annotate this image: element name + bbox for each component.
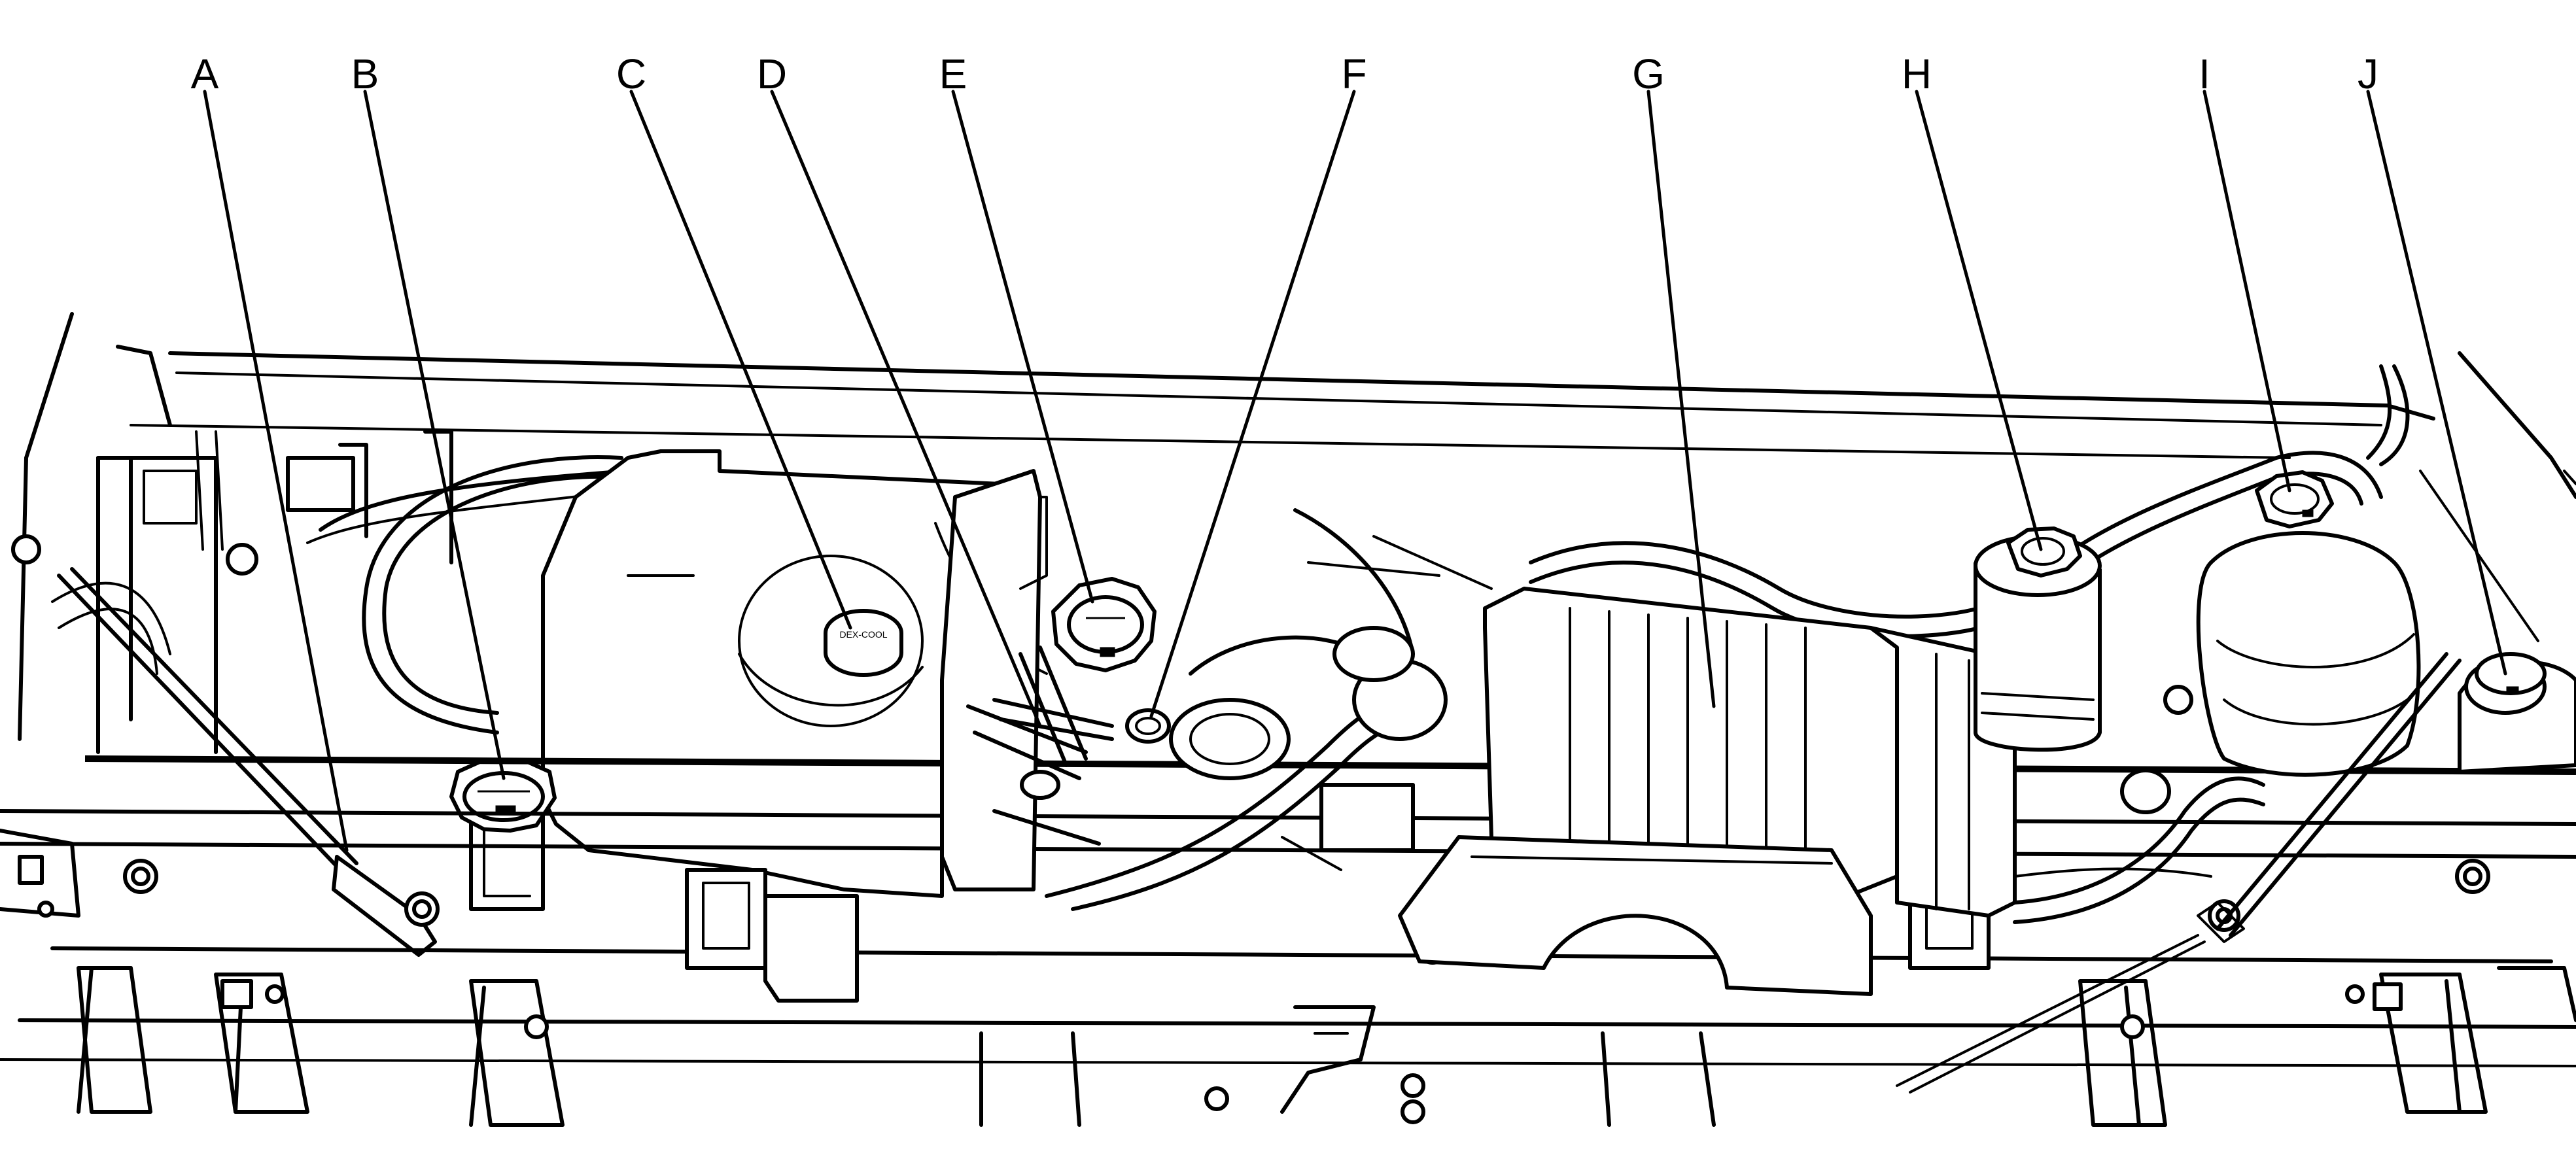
brake-fluid-cap	[2006, 526, 2082, 577]
prop-rod-right	[1896, 652, 2462, 1094]
leader-G	[1646, 90, 1716, 708]
leader-E	[951, 90, 1094, 604]
callout-label-j: J	[2358, 50, 2378, 97]
engine-cover-area	[940, 469, 1101, 891]
callout-label-c: C	[616, 50, 646, 97]
callout-leaders	[203, 90, 2507, 852]
leader-I	[2202, 90, 2291, 492]
leader-H	[1915, 90, 2043, 551]
coolant-reservoir-cap: DEX-COOL	[824, 609, 903, 677]
leader-B	[363, 90, 506, 780]
callout-label-i: I	[2199, 50, 2210, 97]
callout-label-g: G	[1632, 50, 1665, 97]
power-steering-reservoir	[2196, 531, 2421, 777]
right-lower-harness	[2013, 685, 2265, 924]
callout-label-a: A	[191, 50, 219, 97]
oil-fill-cap	[1051, 577, 1157, 672]
callout-label-e: E	[939, 50, 967, 97]
leader-A	[203, 90, 349, 852]
svg-text:DEX-COOL: DEX-COOL	[839, 629, 887, 640]
center-harness	[1045, 508, 1493, 911]
leader-F	[1149, 90, 1356, 718]
callout-label-d: D	[757, 50, 787, 97]
washer-fluid-cap	[2475, 652, 2547, 695]
leader-C	[629, 90, 852, 630]
left-side-bracketry	[11, 430, 453, 754]
leader-J	[2366, 90, 2507, 676]
hood-latch	[979, 1005, 1716, 1127]
power-steering-cap	[2255, 470, 2334, 528]
left-front-structure	[0, 829, 565, 1127]
callout-label-h: H	[1902, 50, 1932, 97]
callout-labels: A B C D E F G H I J	[191, 50, 2378, 97]
callout-label-f: F	[1341, 50, 1366, 97]
oil-dipstick	[992, 698, 1171, 744]
leader-D	[770, 90, 1042, 728]
transmission-dipstick	[1018, 646, 1088, 800]
right-front-structure	[2078, 966, 2576, 1127]
callout-label-b: B	[351, 50, 379, 97]
coolant-reservoir	[541, 449, 1048, 898]
left-hoses	[306, 455, 630, 734]
